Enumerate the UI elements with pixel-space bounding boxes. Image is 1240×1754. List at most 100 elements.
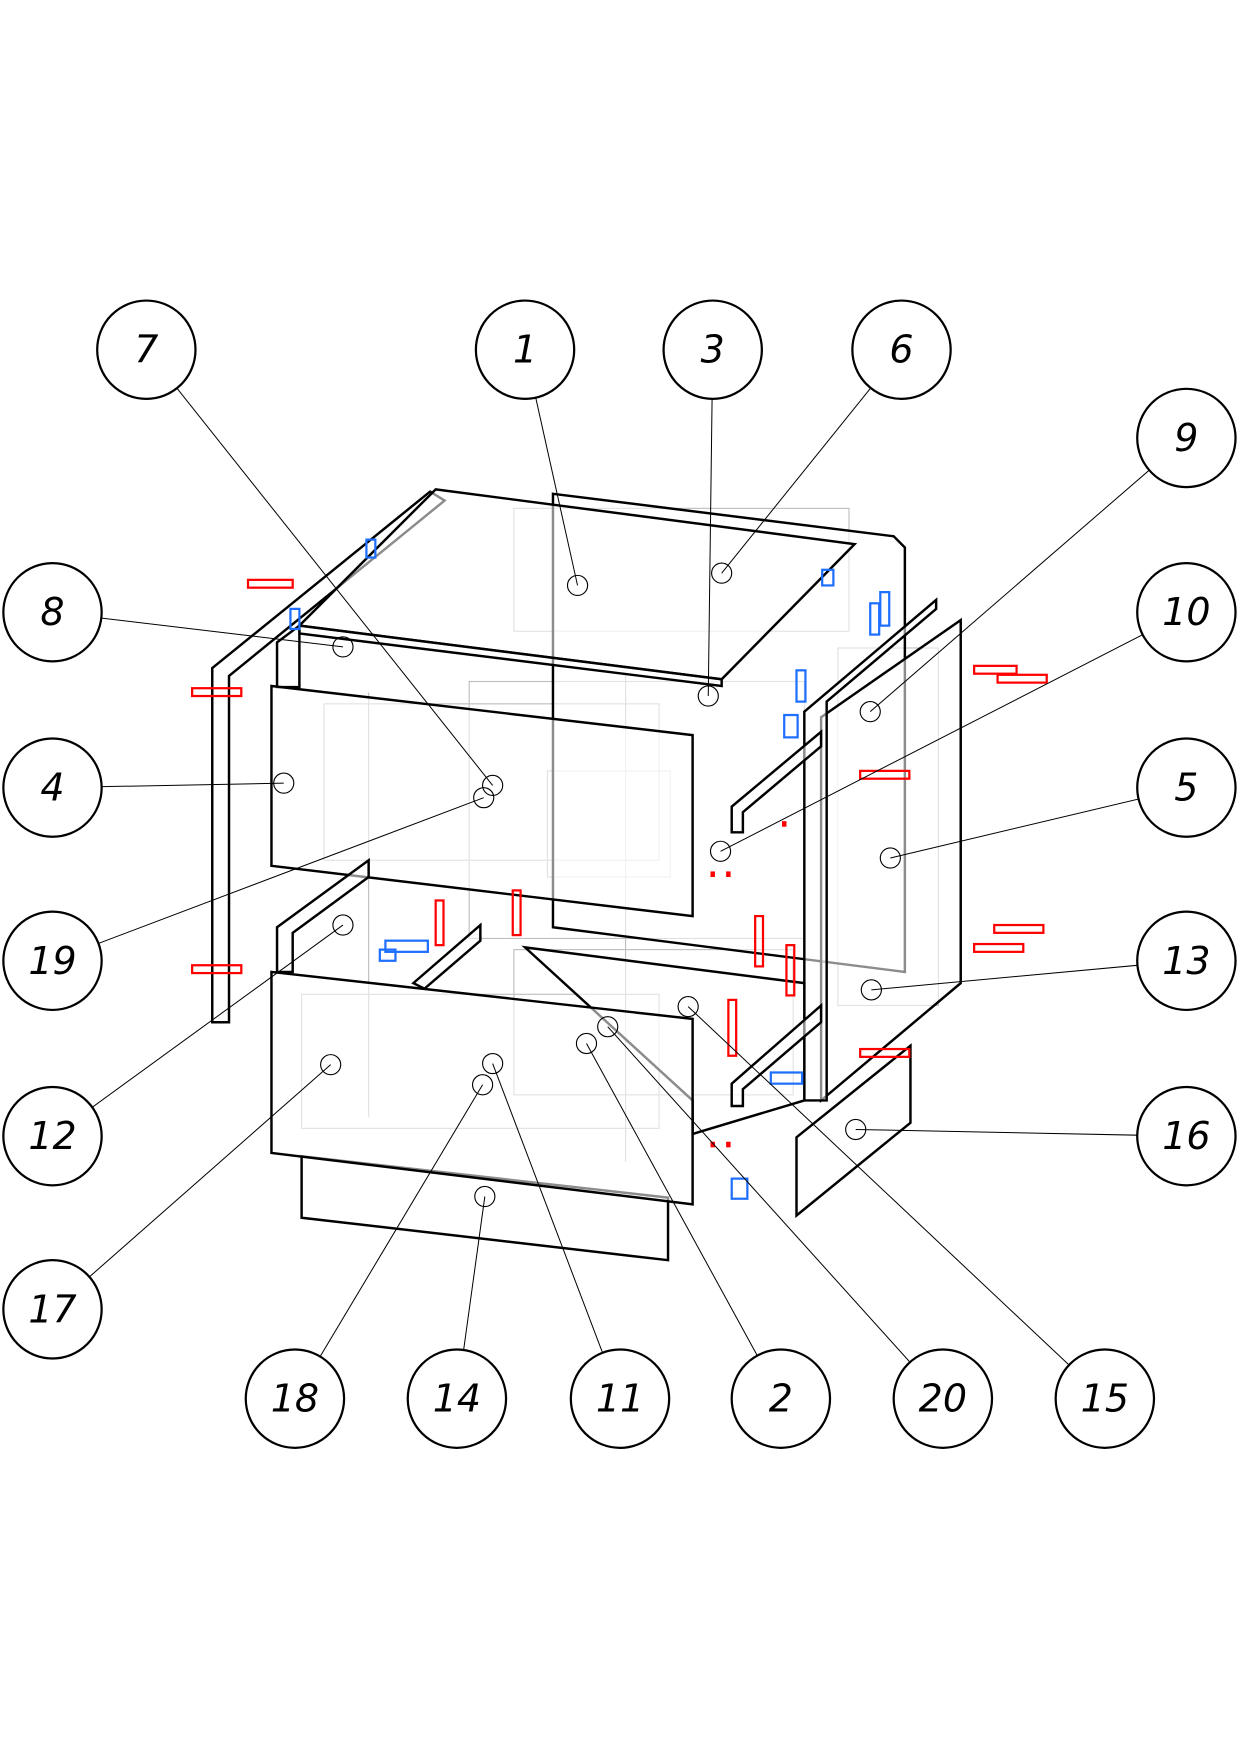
connector-fitting [730,1177,749,1200]
connector-fitting [821,568,835,587]
balloon-label: 2 [769,1377,793,1421]
balloon-label: 4 [40,766,64,810]
balloon-label: 19 [28,939,76,983]
balloon-circle [244,1348,346,1449]
dowel-pin [191,964,243,975]
balloon-label: 1 [513,328,537,372]
balloon-4: 4 [2,737,103,838]
balloon-15: 15 [1054,1348,1156,1449]
balloon-circle [2,910,103,1012]
leader-target [879,847,901,869]
leader-target [332,914,354,936]
dowel-pin [859,1047,911,1058]
connector-fitting [365,538,377,559]
balloon-label: 8 [40,590,64,634]
balloon-label: 20 [919,1377,967,1421]
balloon-5: 5 [1136,737,1237,838]
connector-fitting [289,607,301,631]
connector-fitting [879,591,891,627]
balloon-label: 9 [1174,416,1198,460]
balloon-label: 11 [596,1377,644,1421]
leader-target [273,772,295,794]
leader-line [586,1043,782,1399]
balloon-circle [2,1259,103,1360]
middle-rail [730,729,823,834]
balloon-label: 15 [1081,1377,1129,1421]
balloon-label: 13 [1162,939,1210,983]
leader-lines [52,349,1187,1400]
leader-target [859,701,881,723]
leader-line [52,924,344,1137]
leader-line [890,787,1187,859]
right-plinth-panel [795,1043,912,1219]
leader-target [860,979,882,1001]
balloon-8: 8 [2,561,103,663]
balloon-6: 6 [851,299,952,400]
balloon-19: 19 [2,910,103,1012]
dowel-pin [511,889,522,937]
leader-target [473,787,495,809]
balloon-9: 9 [1136,387,1237,489]
leader-target [566,574,589,597]
balloon-label: 14 [433,1377,481,1421]
dowel-pin [785,944,796,997]
balloon-label: 12 [28,1114,76,1158]
dowel-pin [859,769,911,780]
balloon-circle [662,299,763,400]
balloon-label: 6 [889,328,913,372]
dowel-pin [996,673,1048,684]
balloon-circle [1136,910,1237,1012]
leader-target [575,1032,598,1055]
left-side-panel [211,490,447,1024]
balloon-circle [406,1348,508,1449]
drawer-bottom-rail [411,922,482,991]
dowel-pin [727,998,738,1057]
balloon-circle [474,299,576,400]
balloon-3: 3 [662,299,763,400]
leader-line [855,1128,1187,1137]
leader-target [320,1054,342,1076]
leader-line [720,611,1187,852]
balloon-label: 7 [134,328,158,372]
balloon-7: 7 [96,299,197,400]
leader-line [607,1026,944,1400]
connector-fitting [769,1071,804,1085]
balloon-label: 17 [28,1287,76,1331]
leader-target [711,562,733,584]
leader-target [709,840,732,862]
balloon-11: 11 [569,1348,671,1449]
leader-target [474,1185,496,1208]
leader-line [687,1006,1106,1400]
balloon-circle [1054,1348,1156,1449]
connector-fitting [378,948,397,962]
dowel-pin [754,914,765,968]
leader-target [482,774,504,797]
balloon-circle [96,299,197,400]
balloon-circle [2,737,103,838]
dowel-pin [246,578,294,589]
balloon-circle [2,1085,103,1187]
panels [211,488,962,1262]
balloon-16: 16 [1136,1085,1237,1187]
lower-right-rail [730,1002,823,1108]
balloon-circle [730,1348,832,1449]
leader-target [482,1052,504,1075]
dowel-pin [973,942,1025,953]
balloon-circle [1136,1085,1237,1187]
dowel-end [726,871,731,877]
leader-line [869,437,1187,713]
balloon-label: 3 [701,328,725,372]
leader-target [845,1118,867,1141]
balloon-13: 13 [1136,910,1237,1012]
leader-target [332,636,354,658]
dowel-pin [434,899,445,947]
leader-line [52,797,484,962]
connector-fitting [783,713,799,739]
upper-drawer-front [270,684,694,918]
fittings [191,538,1048,1200]
balloon-label: 10 [1162,590,1210,634]
connector-fitting [795,669,807,703]
balloon-label: 16 [1162,1114,1210,1158]
balloon-10: 10 [1136,561,1237,663]
balloon-circle [1136,561,1237,663]
